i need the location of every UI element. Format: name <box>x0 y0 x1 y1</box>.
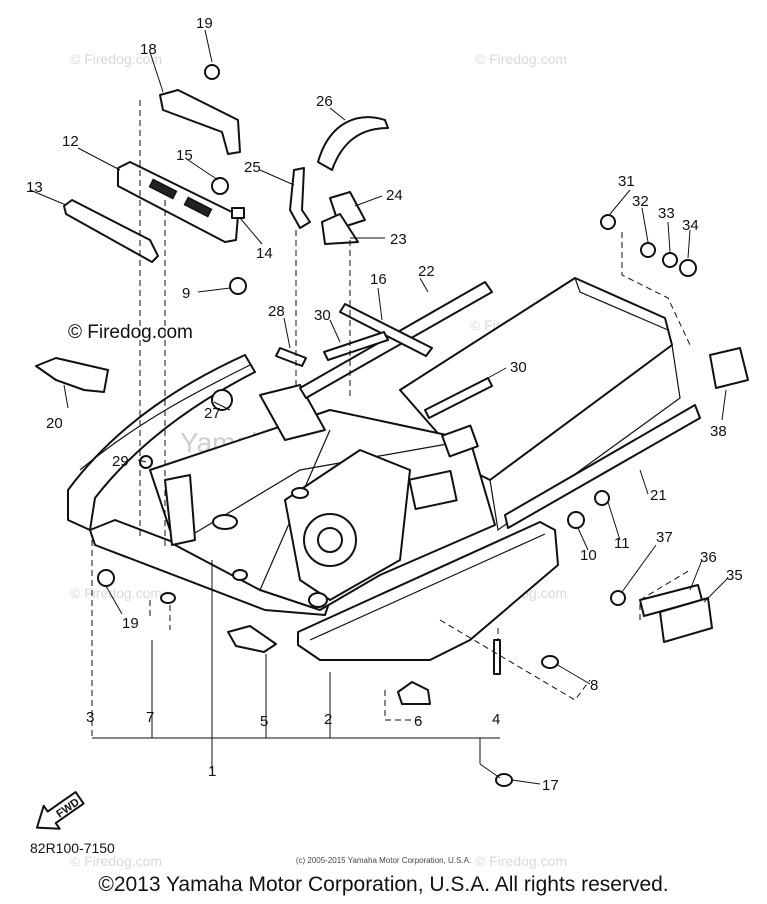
callout-21: 21 <box>650 487 667 504</box>
callout-28: 28 <box>268 303 285 320</box>
watermark-bottom-left: © Firedog.com <box>70 853 162 869</box>
strip-28 <box>275 347 307 367</box>
callout-33: 33 <box>658 205 675 222</box>
assembly-lines <box>91 100 691 740</box>
rail-13 <box>63 199 159 263</box>
callout-23: 23 <box>390 231 407 248</box>
callout-22: 22 <box>418 263 435 280</box>
callout-32: 32 <box>632 193 649 210</box>
guard-20 <box>35 357 109 393</box>
callout-6: 6 <box>414 713 422 730</box>
watermark-bottom-right: © Firedog.com <box>475 853 567 869</box>
pad-35 <box>659 597 713 643</box>
callouts: 19 18 12 15 13 14 25 26 24 23 9 28 30 16… <box>26 15 743 794</box>
copyright-small: (c) 2005-2015 Yamaha Motor Corporation, … <box>295 856 472 865</box>
callout-10: 10 <box>580 547 597 564</box>
callout-34: 34 <box>682 217 699 234</box>
strip-30b <box>424 377 493 419</box>
callout-19-top: 19 <box>196 15 213 32</box>
clip-6 <box>397 681 431 705</box>
callout-13: 13 <box>26 179 43 196</box>
callout-19-low: 19 <box>122 615 139 632</box>
callout-18: 18 <box>140 41 157 58</box>
callout-29: 29 <box>112 453 129 470</box>
callout-1: 1 <box>208 763 216 780</box>
bar-16 <box>339 303 433 357</box>
callout-15: 15 <box>176 147 193 164</box>
callout-7: 7 <box>146 709 154 726</box>
callout-20: 20 <box>46 415 63 432</box>
frame-assembly <box>67 277 681 616</box>
watermark-low-left: © Firedog.com <box>70 585 162 601</box>
callout-27: 27 <box>204 405 221 422</box>
plate-12 <box>117 161 239 243</box>
callout-3: 3 <box>86 709 94 726</box>
callout-24: 24 <box>386 187 403 204</box>
callout-4: 4 <box>492 711 500 728</box>
callout-30-right: 30 <box>510 359 527 376</box>
watermark-top-left: © Firedog.com <box>70 51 162 67</box>
copyright-main: ©2013 Yamaha Motor Corporation, U.S.A. A… <box>98 873 669 896</box>
plate-38 <box>709 347 749 389</box>
callout-31: 31 <box>618 173 635 190</box>
callout-8: 8 <box>590 677 598 694</box>
callout-37: 37 <box>656 529 673 546</box>
leader-lines <box>29 29 729 785</box>
fwd-arrow: FWD <box>35 791 85 830</box>
bracket-18 <box>159 89 241 155</box>
bracket-25 <box>289 167 311 229</box>
reference-bracket <box>92 560 501 779</box>
callout-2: 2 <box>324 711 332 728</box>
callout-11: 11 <box>614 535 630 552</box>
side-plate <box>297 521 559 661</box>
callout-14: 14 <box>256 245 273 262</box>
spacer-14 <box>231 207 245 219</box>
callout-5: 5 <box>260 713 268 730</box>
clip-5 <box>227 625 277 653</box>
watermark-top-right: © Firedog.com <box>475 51 567 67</box>
watermark-main: © Firedog.com <box>68 322 193 343</box>
callout-30-left: 30 <box>314 307 331 324</box>
callout-16: 16 <box>370 271 387 288</box>
callout-9: 9 <box>182 285 190 302</box>
part-code: 82R100-7150 <box>30 840 115 856</box>
callout-12: 12 <box>62 133 79 150</box>
callout-17: 17 <box>542 777 559 794</box>
brace-26 <box>317 116 389 171</box>
block-23 <box>321 213 359 245</box>
callout-38: 38 <box>710 423 727 440</box>
callout-26: 26 <box>316 93 333 110</box>
callout-25: 25 <box>244 159 261 176</box>
rail-21 <box>504 404 701 529</box>
callout-35: 35 <box>726 567 743 584</box>
strip-30a <box>323 331 389 361</box>
fasteners <box>97 64 697 787</box>
callout-36: 36 <box>700 549 717 566</box>
